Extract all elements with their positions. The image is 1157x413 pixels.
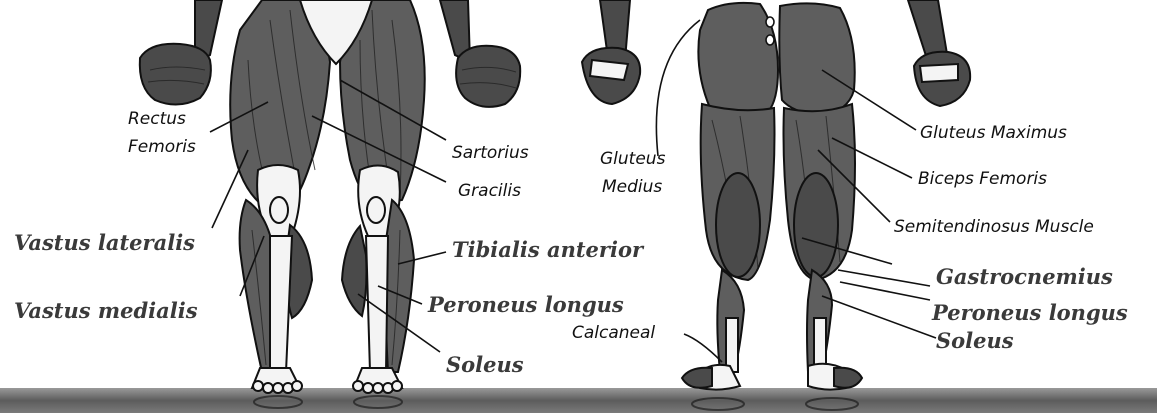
right-lower-leg-front: [385, 200, 414, 372]
right-gluteus-back: [779, 3, 854, 116]
right-fist-front: [440, 0, 520, 107]
label-rectus-femoris-2: Femoris: [128, 137, 196, 157]
label-biceps-femoris: Biceps Femoris: [918, 169, 1047, 189]
right-foot-back: [808, 364, 862, 390]
label-peroneus-longus-front: Peroneus longus: [427, 292, 624, 317]
label-tibialis-anterior: Tibialis anterior: [452, 237, 645, 262]
label-gastrocnemius: Gastrocnemius: [936, 264, 1113, 289]
front-view-figure: [140, 0, 520, 408]
label-soleus-front: Soleus: [446, 352, 524, 377]
left-foot-back: [682, 365, 740, 390]
floor: [0, 388, 1157, 413]
right-fist-back: [908, 0, 970, 106]
left-foot-front: [252, 368, 302, 393]
right-foot-front: [353, 368, 402, 393]
back-view-figure: [582, 0, 970, 410]
label-calcaneal: Calcaneal: [572, 323, 655, 343]
left-fist-back: [582, 0, 640, 104]
label-soleus-back: Soleus: [936, 328, 1014, 353]
label-gluteus-medius-1: Gluteus: [600, 149, 666, 169]
label-gluteus-medius-2: Medius: [602, 177, 662, 197]
label-semitendinosus: Semitendinosus Muscle: [894, 217, 1094, 237]
label-sartorius: Sartorius: [452, 143, 529, 163]
calcaneal-tendon: [726, 318, 738, 372]
right-calf-medial-front: [342, 226, 367, 316]
label-rectus-femoris-1: Rectus: [128, 109, 186, 129]
left-fist-front: [140, 0, 222, 105]
label-vastus-medialis: Vastus medialis: [14, 298, 198, 323]
label-gracilis: Gracilis: [458, 181, 521, 201]
label-gluteus-maximus: Gluteus Maximus: [920, 123, 1067, 143]
labels: Rectus Femoris Sartorius Gracilis Vastus…: [14, 109, 1128, 377]
label-vastus-lateralis: Vastus lateralis: [14, 230, 195, 255]
label-peroneus-longus-back: Peroneus longus: [931, 300, 1128, 325]
